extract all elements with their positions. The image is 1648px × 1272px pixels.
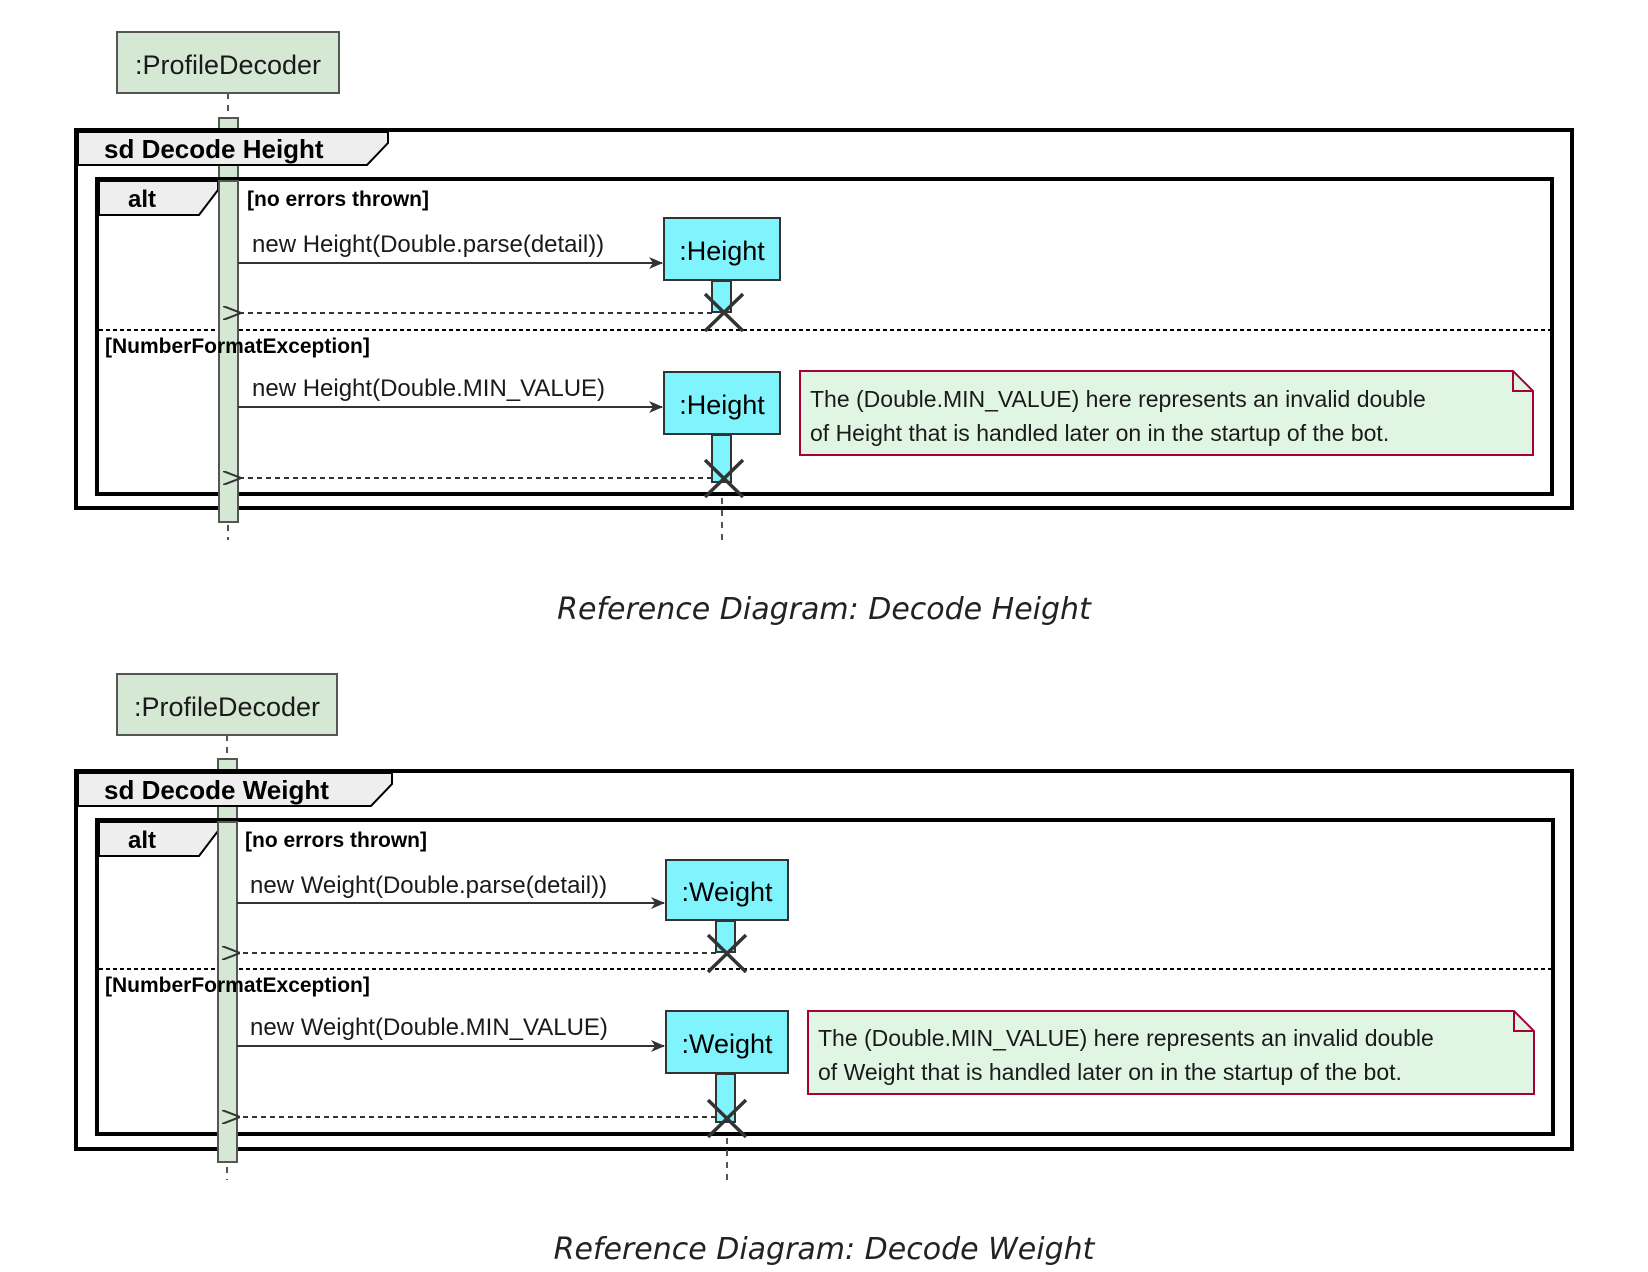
object-label: :Height	[679, 390, 765, 420]
alt-label: alt	[128, 186, 156, 213]
caption-decode-height: Reference Diagram: Decode Height	[557, 592, 1091, 627]
object-height-2: :Height	[663, 371, 781, 545]
alt-frame: alt [no errors thrown]	[95, 177, 1554, 496]
note-line-1: The (Double.MIN_VALUE) here represents a…	[818, 1025, 1434, 1051]
message-label: new Weight(Double.parse(detail))	[250, 872, 607, 899]
guard-no-errors: [no errors thrown]	[247, 188, 429, 211]
destroy-icon	[703, 292, 745, 333]
object-height-1: :Height	[663, 217, 781, 333]
object-label: :Height	[679, 236, 765, 266]
object-label: :Weight	[681, 877, 773, 907]
diagram-decode-height: :ProfileDecoder sd Decode Height alt [no…	[74, 31, 1574, 545]
note: The (Double.MIN_VALUE) here represents a…	[807, 1010, 1535, 1095]
destroy-icon	[706, 1098, 748, 1139]
object-weight-1: :Weight	[665, 859, 789, 974]
destroy-icon	[706, 933, 748, 974]
frame-title: sd Decode Weight	[104, 775, 329, 805]
note-line-2: of Weight that is handled later on in th…	[818, 1059, 1402, 1085]
alt-frame: alt [no errors thrown]	[95, 818, 1555, 1136]
activation-bar-overlay	[218, 180, 239, 523]
message-create-height-parse: new Height(Double.parse(detail))	[238, 231, 663, 269]
sd-frame: sd Decode Weight	[74, 769, 1574, 1151]
guard-no-errors: [no errors thrown]	[245, 829, 427, 852]
message-create-weight-parse: new Weight(Double.parse(detail))	[237, 872, 665, 909]
participant-label: :ProfileDecoder	[135, 50, 321, 80]
note-line-1: The (Double.MIN_VALUE) here represents a…	[810, 386, 1426, 412]
message-label: new Height(Double.parse(detail))	[252, 231, 604, 258]
destroy-icon	[703, 458, 745, 499]
message-create-weight-min-value: new Weight(Double.MIN_VALUE)	[237, 1014, 665, 1052]
diagram-decode-weight: :ProfileDecoder sd Decode Weight alt [no…	[74, 673, 1574, 1185]
message-create-height-min-value: new Height(Double.MIN_VALUE)	[238, 375, 663, 413]
frame-title: sd Decode Height	[104, 134, 324, 164]
message-label: new Weight(Double.MIN_VALUE)	[250, 1014, 608, 1041]
object-label: :Weight	[681, 1029, 773, 1059]
participant-profile-decoder: :ProfileDecoder	[116, 673, 338, 736]
sd-frame: sd Decode Height	[74, 128, 1574, 510]
guard-number-format-exception: [NumberFormatException]	[105, 335, 370, 358]
object-weight-2: :Weight	[665, 1010, 789, 1185]
note: The (Double.MIN_VALUE) here represents a…	[799, 370, 1534, 456]
guard-number-format-exception: [NumberFormatException]	[105, 974, 370, 997]
message-label: new Height(Double.MIN_VALUE)	[252, 375, 605, 402]
alt-label: alt	[128, 827, 156, 854]
activation-bar-overlay	[217, 821, 238, 1163]
participant-profile-decoder: :ProfileDecoder	[116, 31, 340, 94]
note-line-2: of Height that is handled later on in th…	[810, 420, 1389, 446]
participant-label: :ProfileDecoder	[134, 692, 320, 722]
caption-decode-weight: Reference Diagram: Decode Weight	[553, 1232, 1095, 1267]
